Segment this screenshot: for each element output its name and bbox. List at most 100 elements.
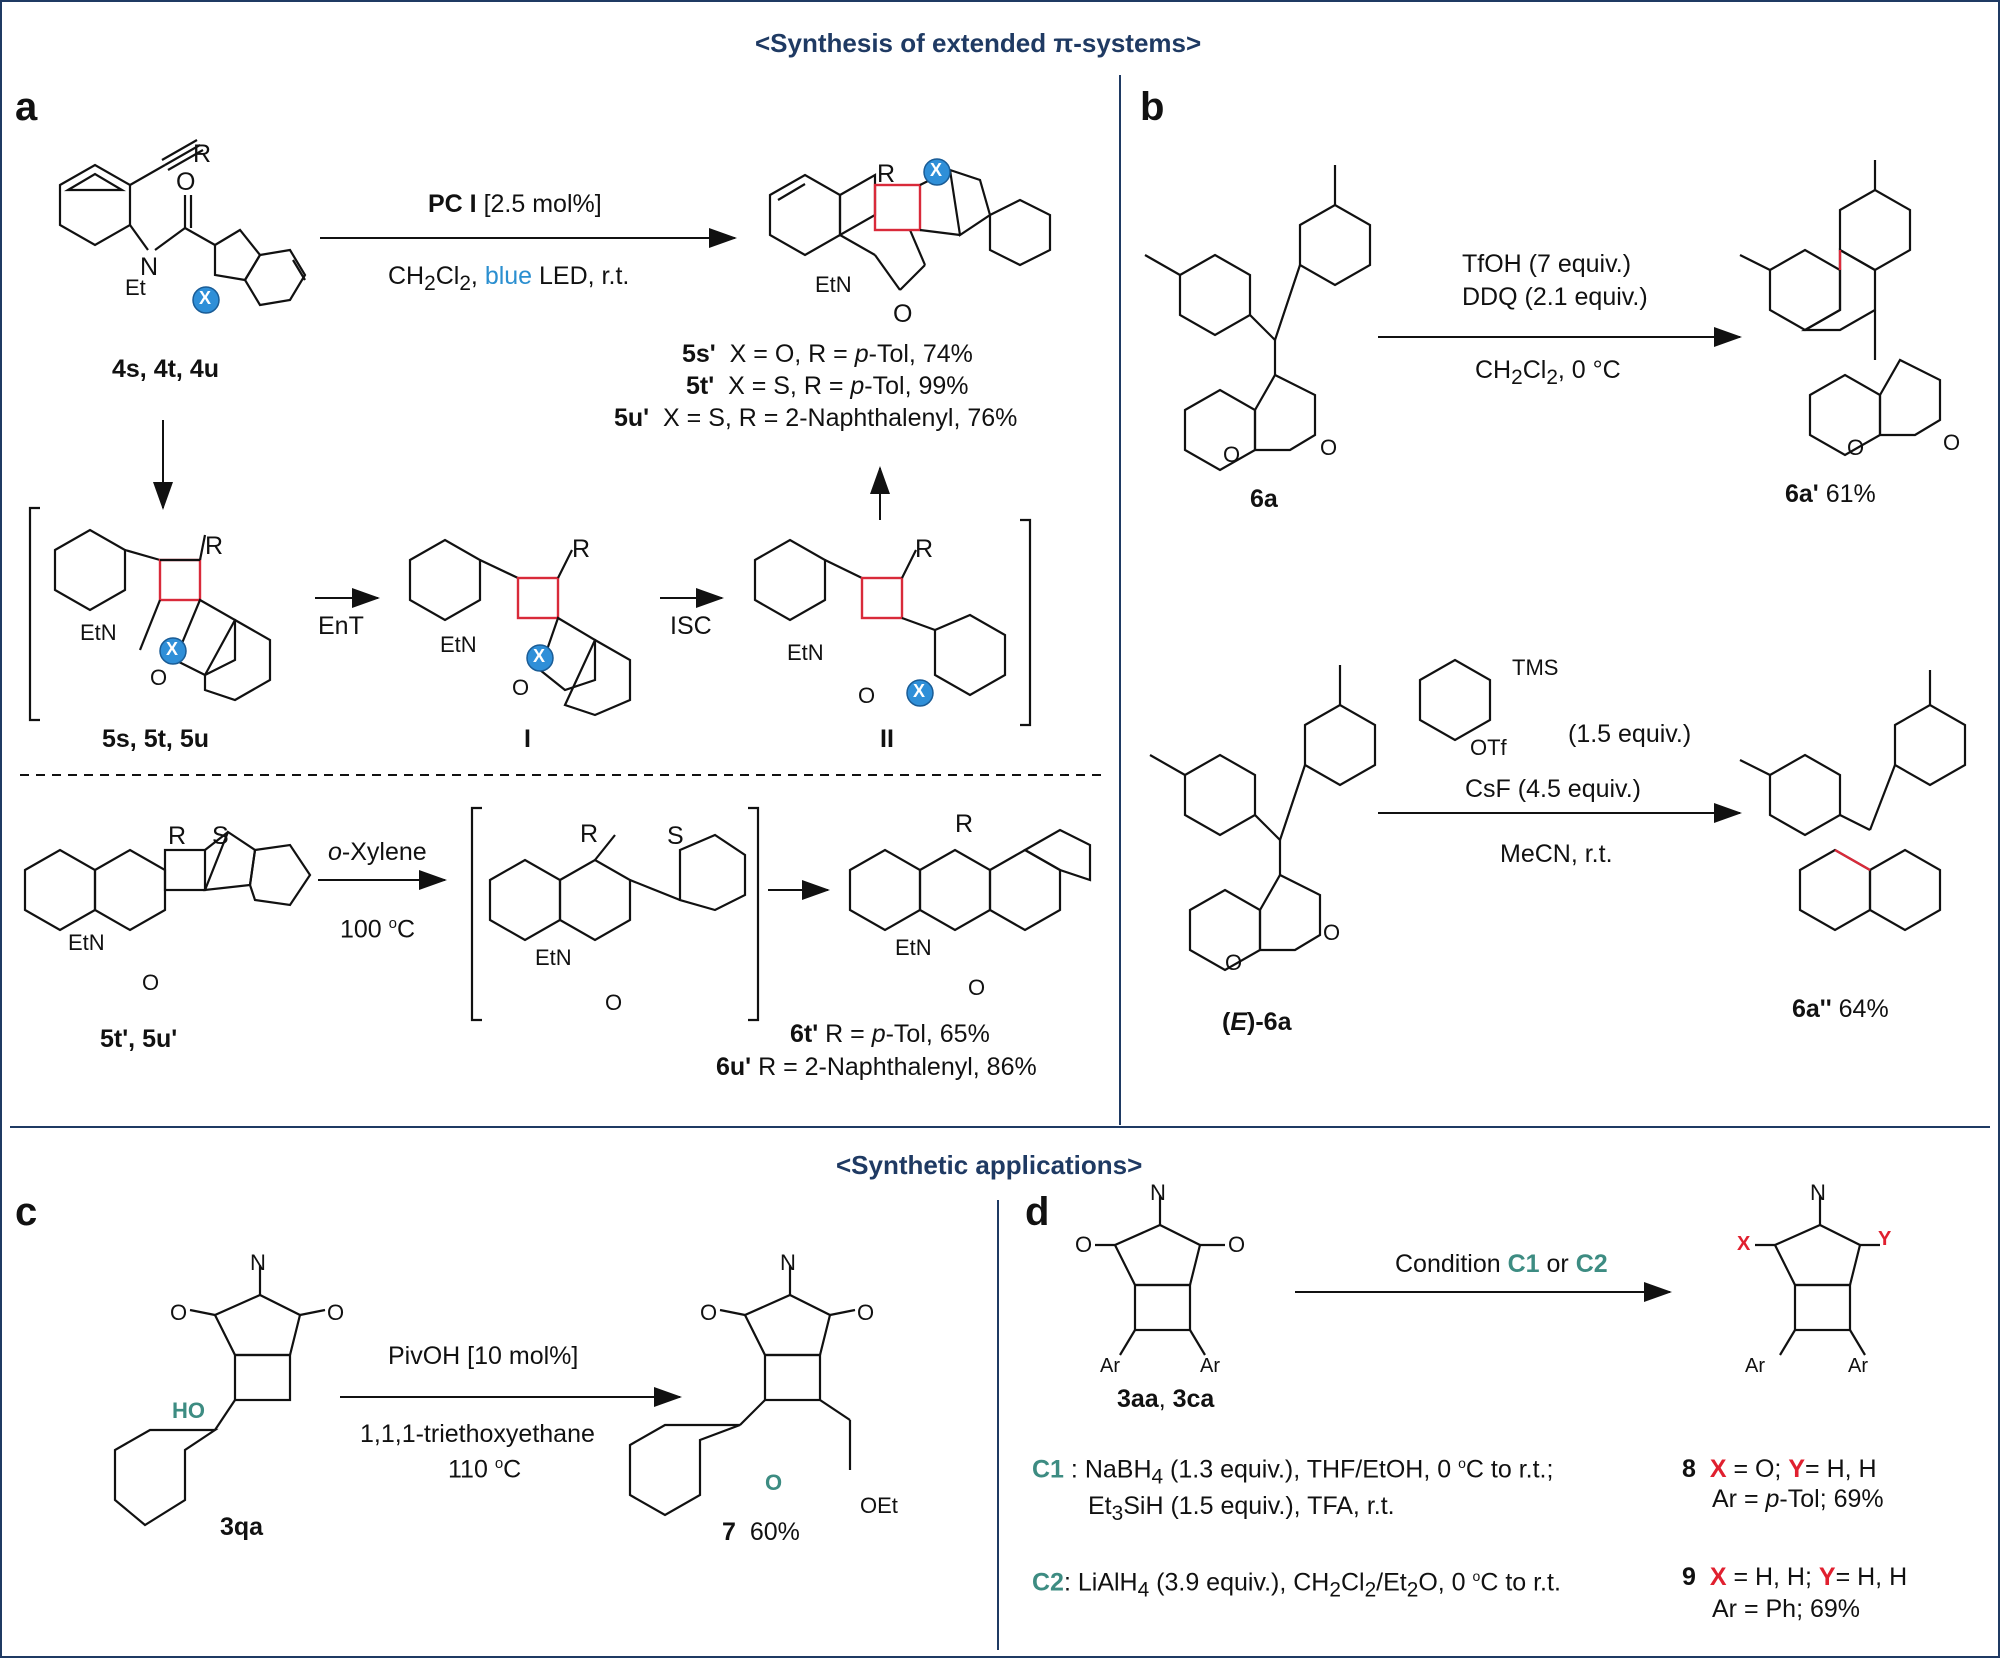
- atom-etn-5s: EtN: [80, 620, 117, 645]
- x-badge-I: [526, 644, 554, 672]
- atom-o-thiepine: O: [605, 990, 623, 1015]
- result-8: 8 X = O; Y= H, H: [1682, 1455, 1877, 1483]
- label-6a: 6a: [1250, 485, 1278, 513]
- label-ent: EnT: [318, 612, 364, 640]
- yield-5up: 5u' X = S, R = 2-Naphthalenyl, 76%: [614, 404, 1018, 432]
- cond-triethoxyethane: 1,1,1-triethoxyethane: [360, 1420, 595, 1448]
- molecule-4s: [58, 139, 307, 307]
- label-xylene: o-Xylene: [328, 838, 427, 866]
- label-I: I: [524, 725, 531, 753]
- atom-r-II: R: [915, 535, 934, 563]
- molecule-5tp: [23, 830, 312, 932]
- atom-ar2-3aa: Ar: [1200, 1355, 1220, 1377]
- atom-o-II: O: [858, 683, 876, 708]
- atom-o-5sp: O: [893, 300, 913, 328]
- x-badge-4s: [192, 286, 220, 314]
- cond-d: Condition C1 or C2: [1395, 1250, 1608, 1278]
- x-5s: X: [166, 639, 179, 659]
- x-badge-II: [906, 679, 934, 707]
- atom-r-5sp: R: [877, 160, 896, 188]
- atom-etn-thiepine: EtN: [535, 945, 572, 970]
- atom-o-E6a: O: [1225, 950, 1243, 975]
- atom-r-6tp: R: [955, 810, 974, 838]
- cond-c2-line: C2: LiAlH4 (3.9 equiv.), CH2Cl2/Et2O, 0 …: [1032, 1568, 1561, 1602]
- atom-r-4s: R: [193, 140, 212, 168]
- atom-y-8: Y: [1878, 1228, 1892, 1250]
- atom-s-5tp: S: [212, 822, 229, 850]
- bracket-right-a2: [748, 806, 760, 1022]
- molecule-6tp: [848, 828, 1092, 932]
- yield-5tp: 5t' X = S, R = p-Tol, 99%: [686, 372, 969, 400]
- label-II: II: [880, 725, 894, 753]
- panel-label-a: a: [15, 85, 38, 129]
- atom-etn-I: EtN: [440, 632, 477, 657]
- label-oet: OEt: [860, 1493, 898, 1518]
- label-7: 7 60%: [722, 1518, 800, 1546]
- cond-c1-line2: Et3SiH (1.5 equiv.), TFA, r.t.: [1088, 1492, 1395, 1525]
- molecule-6ap: [1739, 160, 1942, 457]
- molecule-thiepine: [488, 833, 747, 942]
- atom-o-6a: O: [1223, 442, 1241, 467]
- x-badge-5sp: [923, 158, 951, 186]
- label-tms: TMS: [1512, 655, 1559, 680]
- atom-o-5tp: O: [142, 970, 160, 995]
- atom-etn-6tp: EtN: [895, 935, 932, 960]
- panel-label-b: b: [1140, 85, 1165, 129]
- atom-r-5tp: R: [168, 822, 187, 850]
- molecule-8: [1755, 1195, 1880, 1356]
- atom-o2-7: O: [857, 1300, 875, 1325]
- reagent-pc-line: PC I [2.5 mol%]: [428, 190, 602, 218]
- label-E6a: (E)-6a: [1222, 1008, 1292, 1036]
- header-extended: <Synthesis of extended π-systems>: [755, 28, 1202, 58]
- atom-r-5s: R: [205, 532, 224, 560]
- atom-o-teal-7: O: [765, 1470, 783, 1495]
- label-6ap: 6a' 61%: [1785, 480, 1876, 508]
- conditions-line: CH2Cl2, blue LED, r.t.: [388, 262, 630, 295]
- molecule-E6a: [1149, 665, 1377, 972]
- molecule-6a: [1144, 165, 1372, 472]
- bracket-right-a: [1020, 518, 1032, 727]
- yield-5sp: 5s' X = O, R = p-Tol, 74%: [682, 340, 973, 368]
- panel-label-d: d: [1025, 1190, 1050, 1234]
- bracket-left-a2: [470, 806, 482, 1022]
- label-ho: HO: [172, 1398, 205, 1423]
- atom-o2-3aa: O: [1228, 1232, 1246, 1257]
- result-9: 9 X = H, H; Y= H, H: [1682, 1563, 1908, 1591]
- label-mecn: MeCN, r.t.: [1500, 840, 1613, 868]
- label-equiv: (1.5 equiv.): [1568, 720, 1692, 748]
- atom-etn-II: EtN: [787, 640, 824, 665]
- cond-c1-line1: C1 : NaBH4 (1.3 equiv.), THF/EtOH, 0 oC …: [1032, 1455, 1554, 1489]
- atom-o2-E6a: O: [1323, 920, 1341, 945]
- molecule-5sp: [768, 168, 1052, 291]
- atom-s-thiepine: S: [667, 822, 684, 850]
- cond-tfoh: TfOH (7 equiv.): [1462, 250, 1632, 278]
- atom-o2-3qa: O: [327, 1300, 345, 1325]
- bracket-left-a: [28, 506, 40, 722]
- cond-ddq: DDQ (2.1 equiv.): [1462, 283, 1648, 311]
- x-II: X: [913, 681, 926, 701]
- atom-o-6ap: O: [1847, 435, 1865, 460]
- molecule-3qa: [113, 1265, 326, 1527]
- label-isc: ISC: [670, 612, 712, 640]
- atom-x-8: X: [1737, 1233, 1751, 1255]
- molecule-6app: [1739, 670, 1967, 932]
- panel-label-c: c: [15, 1190, 38, 1234]
- x-I: X: [533, 646, 546, 666]
- atom-o1-3aa: O: [1075, 1232, 1093, 1257]
- result-9-ar: Ar = Ph; 69%: [1712, 1595, 1860, 1623]
- cond-ch2cl2: CH2Cl2, 0 °C: [1475, 356, 1621, 389]
- label-6app: 6a'' 64%: [1792, 995, 1889, 1023]
- label-3qa: 3qa: [220, 1513, 264, 1541]
- atom-o-I: O: [512, 675, 530, 700]
- label-csf: CsF (4.5 equiv.): [1465, 775, 1641, 803]
- molecule-aryne: [1418, 658, 1492, 742]
- molecule-3aa: [1095, 1195, 1225, 1356]
- atom-o2-6ap: O: [1943, 430, 1961, 455]
- atom-et-4s: Et: [125, 275, 146, 300]
- yield-6up: 6u' R = 2-Naphthalenyl, 86%: [716, 1053, 1037, 1081]
- x-5sp: X: [930, 160, 943, 180]
- cond-110: 110 oC: [448, 1455, 522, 1484]
